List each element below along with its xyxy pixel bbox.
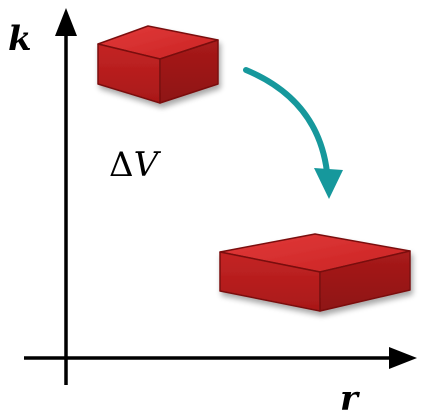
initial-box-side — [159, 39, 219, 104]
final-box-side — [319, 250, 411, 312]
evolution-arrow-head — [314, 168, 343, 199]
vertical-axis-arrowhead — [55, 8, 77, 36]
horizontal-axis — [24, 347, 417, 369]
horizontal-axis-arrowhead — [389, 347, 417, 369]
horizontal-axis-label: r — [340, 379, 360, 417]
initial-volume-box — [97, 25, 219, 104]
evolution-arrow-shaft — [243, 67, 330, 175]
evolution-arrow — [243, 67, 343, 199]
final-volume-box — [219, 233, 411, 312]
volume-label: ΔV — [109, 145, 162, 185]
vertical-axis — [55, 8, 77, 385]
volume-symbol: V — [134, 145, 162, 185]
vertical-axis-label: k — [8, 19, 32, 59]
delta-symbol: Δ — [109, 145, 134, 185]
